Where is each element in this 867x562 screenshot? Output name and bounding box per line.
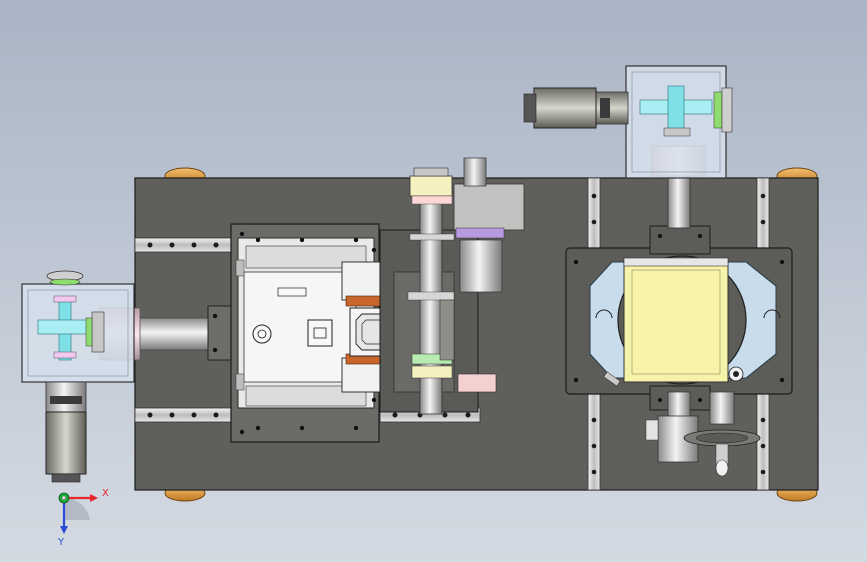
rotary-table — [565, 225, 793, 411]
handwheel-assembly — [645, 391, 761, 477]
left-drive-unit — [21, 270, 211, 483]
upper-drive-unit — [523, 65, 733, 229]
x-axis-label: X — [102, 488, 109, 499]
vertical-slide — [379, 157, 525, 415]
axis-triad: X Y — [57, 488, 109, 548]
y-axis-label: Y — [57, 537, 65, 548]
